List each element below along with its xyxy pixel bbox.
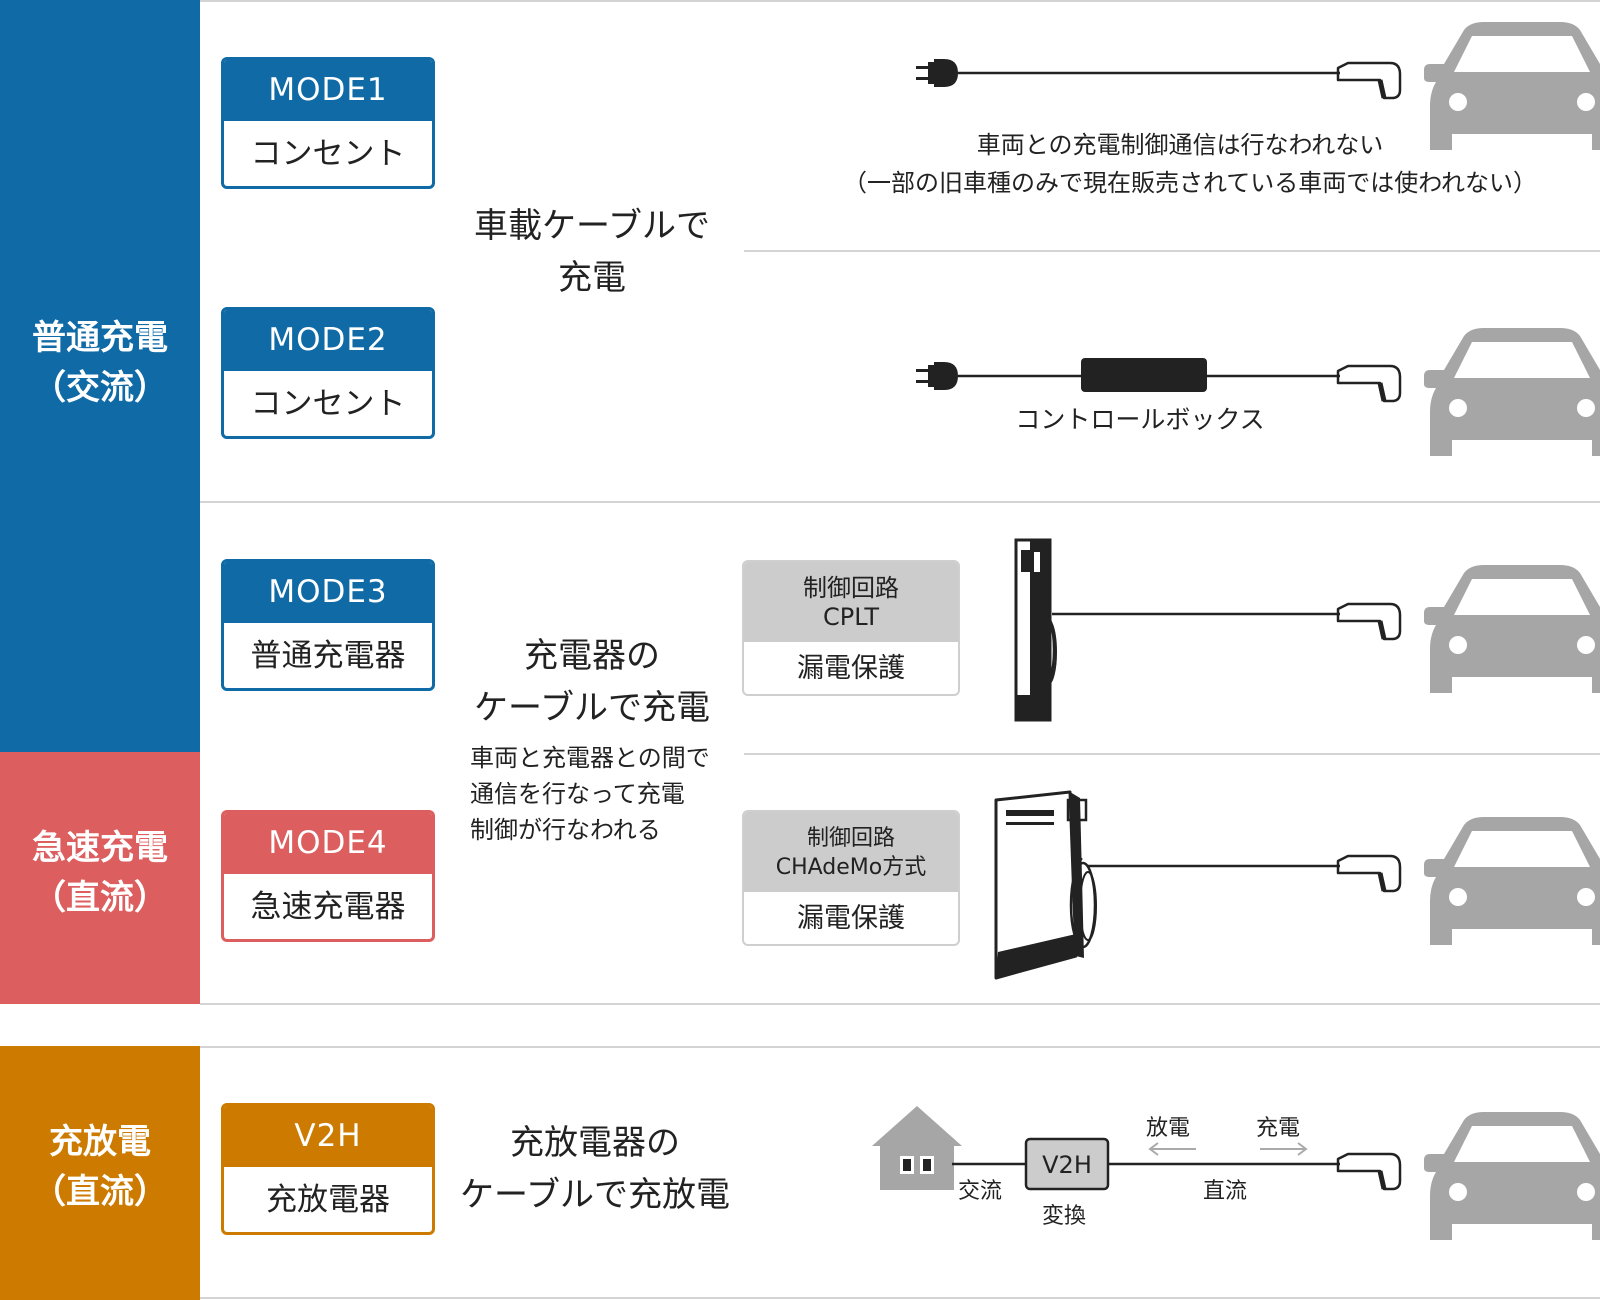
control-box-label: コントロールボックス <box>1015 405 1265 434</box>
discharge-arrow-icon <box>1148 1142 1196 1156</box>
v2h-converter-label: V2H <box>1042 1151 1092 1179</box>
mode3-head: MODE3 <box>224 562 432 623</box>
band-v2h-line2: （直流） <box>32 1172 168 1212</box>
mode1-note-line1: 車両との充電制御通信は行なわれない <box>976 131 1384 159</box>
divider-top <box>200 0 1600 2</box>
mode2-car-icon <box>1424 328 1600 456</box>
mode2-head: MODE2 <box>224 310 432 371</box>
mode3-control-head: 制御回路 CPLT <box>744 562 958 642</box>
charge-arrow-icon <box>1260 1142 1308 1156</box>
v2h-desc-line1: 充放電器の <box>510 1123 680 1163</box>
mode4-car-icon <box>1424 817 1600 945</box>
v2h-dc-label: 直流 <box>1203 1179 1248 1204</box>
v2h-body: 充放電器 <box>266 1182 390 1218</box>
band-normal-line2: （交流） <box>32 368 168 408</box>
mode4-control-box: 制御回路 CHAdeMo方式 漏電保護 <box>742 810 960 946</box>
divider-mode2-mode3 <box>200 501 1600 503</box>
band-rapid-charging <box>0 752 200 1004</box>
mode4-control-line1: 制御回路 <box>806 826 895 851</box>
mode4-control-head: 制御回路 CHAdeMo方式 <box>744 812 958 892</box>
mode4-head: MODE4 <box>224 813 432 874</box>
mode1-connector-icon <box>1338 63 1400 98</box>
v2h-box: V2H 充放電器 <box>221 1103 435 1235</box>
normal-charger-icon <box>1014 538 1057 722</box>
mode3-control-box: 制御回路 CPLT 漏電保護 <box>742 560 960 696</box>
mode2-connector-icon <box>1338 366 1400 401</box>
mode3-control-line2: CPLT <box>823 603 879 631</box>
mode4-control-line2: CHAdeMo方式 <box>775 855 927 880</box>
band-v2h-line1: 充放電 <box>49 1122 151 1162</box>
mode3-control-line1: 制御回路 <box>803 574 899 602</box>
mode4-connector-icon <box>1338 856 1400 891</box>
v2h-connector-icon <box>1338 1154 1400 1189</box>
mode2-body: コンセント <box>250 386 406 422</box>
charger-note-line3: 制御が行なわれる <box>470 816 661 844</box>
charger-note-line2: 通信を行なって充電 <box>470 780 685 808</box>
mode3-box: MODE3 普通充電器 <box>221 559 435 691</box>
charger-cable-description: 充電器の ケーブルで充電 <box>452 630 732 734</box>
charger-line1: 充電器の <box>524 636 660 676</box>
mode1-plug-icon <box>916 59 958 87</box>
mode3-body: 普通充電器 <box>250 638 406 674</box>
charger-line2: ケーブルで充電 <box>474 688 710 728</box>
mode4-box: MODE4 急速充電器 <box>221 810 435 942</box>
band-normal-line1: 普通充電 <box>32 318 168 358</box>
v2h-desc-line2: ケーブルで充放電 <box>460 1175 730 1215</box>
band-rapid-label: 急速充電 （直流） <box>0 823 200 923</box>
mode2-box: MODE2 コンセント <box>221 307 435 439</box>
mode1-body: コンセント <box>250 136 406 172</box>
mode1-note-line2: （一部の旧車種のみで現在販売されている車両では使われない） <box>842 169 1538 197</box>
mode1-note: 車両との充電制御通信は行なわれない （一部の旧車種のみで現在販売されている車両で… <box>800 126 1600 202</box>
mode1-box: MODE1 コンセント <box>221 57 435 189</box>
band-v2h <box>0 1046 200 1300</box>
onboard-line1: 車載ケーブルで <box>474 206 710 246</box>
divider-mode4-bottom <box>200 1003 1600 1005</box>
divider-mode1-mode2 <box>744 250 1600 252</box>
house-icon <box>872 1106 962 1190</box>
divider-v2h-bottom <box>200 1297 1600 1299</box>
mode2-plug-icon <box>916 362 958 390</box>
band-rapid-line2: （直流） <box>32 878 168 918</box>
mode3-control-body: 漏電保護 <box>797 653 905 684</box>
charger-note: 車両と充電器との間で 通信を行なって充電 制御が行なわれる <box>470 740 732 848</box>
v2h-cable-description: 充放電器の ケーブルで充放電 <box>440 1117 750 1221</box>
mode3-connector-icon <box>1338 604 1400 639</box>
mode3-car-icon <box>1424 565 1600 693</box>
band-rapid-line1: 急速充電 <box>32 828 168 868</box>
mode1-head: MODE1 <box>224 60 432 121</box>
v2h-car-icon <box>1424 1112 1600 1240</box>
band-normal-label: 普通充電 （交流） <box>0 313 200 413</box>
charger-note-line1: 車両と充電器との間で <box>470 744 710 772</box>
mode4-body: 急速充電器 <box>250 889 406 925</box>
v2h-discharge-label: 放電 <box>1146 1116 1191 1141</box>
v2h-convert-label: 変換 <box>1042 1204 1087 1229</box>
onboard-cable-description: 車載ケーブルで 充電 <box>452 200 732 304</box>
v2h-charge-label: 充電 <box>1256 1116 1301 1141</box>
band-normal-charging <box>0 0 200 752</box>
divider-mode3-mode4 <box>744 753 1600 755</box>
control-box-icon <box>1081 358 1207 392</box>
v2h-ac-label: 交流 <box>958 1179 1003 1204</box>
onboard-line2: 充電 <box>558 258 626 298</box>
v2h-converter-icon <box>1024 1137 1110 1191</box>
v2h-head: V2H <box>224 1106 432 1167</box>
mode4-control-body: 漏電保護 <box>797 903 905 934</box>
rapid-charger-icon <box>994 790 1097 980</box>
divider-v2h-top <box>200 1046 1600 1048</box>
band-v2h-label: 充放電 （直流） <box>0 1117 200 1217</box>
